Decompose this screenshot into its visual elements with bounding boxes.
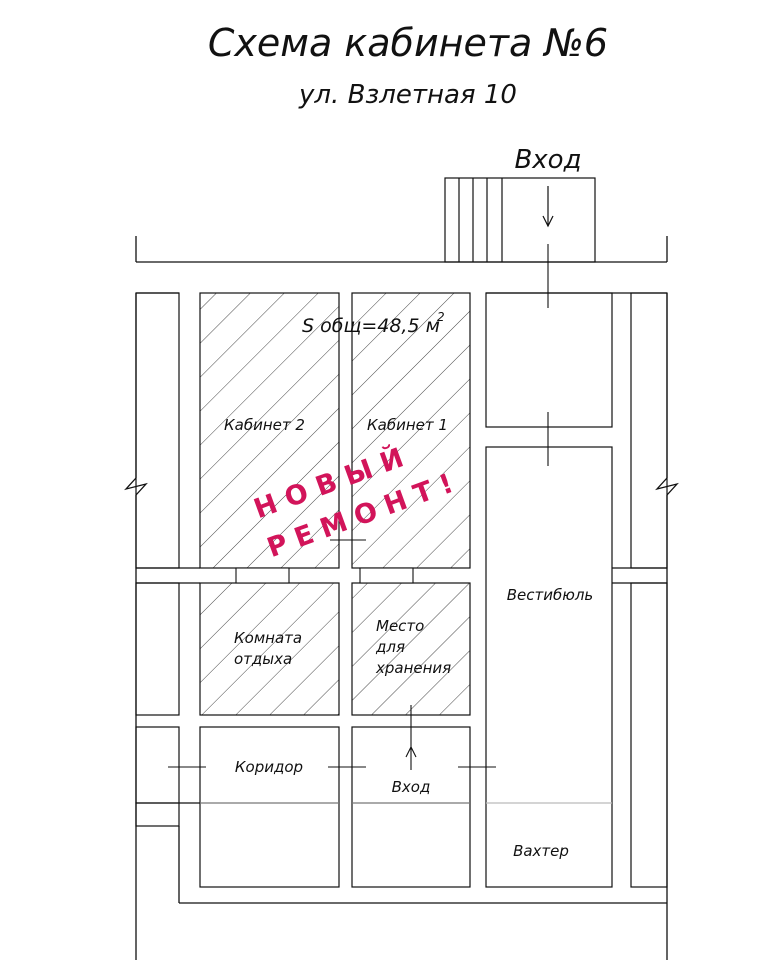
entrance-steps	[444, 177, 596, 263]
storage-room	[351, 582, 471, 716]
watchman-label: Вахтер	[513, 842, 569, 860]
storage-label-line3: хранения	[375, 659, 451, 677]
address: ул. Взлетная 10	[298, 80, 517, 110]
door-openings	[235, 567, 414, 584]
rest-room-label-line2: отдыха	[234, 650, 292, 668]
wall-piers	[135, 292, 668, 888]
area-superscript: 2	[437, 310, 445, 324]
inner-entrance-label: Вход	[392, 778, 431, 796]
main-entrance-label: Вход	[514, 145, 581, 175]
corridor-label: Коридор	[235, 758, 303, 776]
storage-label-line2: для	[375, 638, 405, 656]
door-markers	[168, 244, 549, 770]
rooms-unhatched	[179, 292, 613, 888]
rest-room	[199, 582, 340, 716]
cabinet-1-label: Кабинет 1	[367, 416, 448, 434]
cabinet-2-room	[199, 292, 340, 569]
area-label: S общ=48,5 м	[302, 315, 440, 337]
cabinet-1-room	[351, 292, 471, 569]
inner-entrance-arrow-icon	[405, 745, 417, 758]
storage-label-line1: Место	[376, 617, 424, 635]
cabinet-2-label: Кабинет 2	[224, 416, 305, 434]
plan-title: Схема кабинета №6	[208, 21, 608, 65]
vestibule-label: Вестибюль	[507, 586, 594, 604]
rest-room-label-line1: Комната	[234, 629, 302, 647]
entrance-arrow-icon	[542, 186, 554, 228]
